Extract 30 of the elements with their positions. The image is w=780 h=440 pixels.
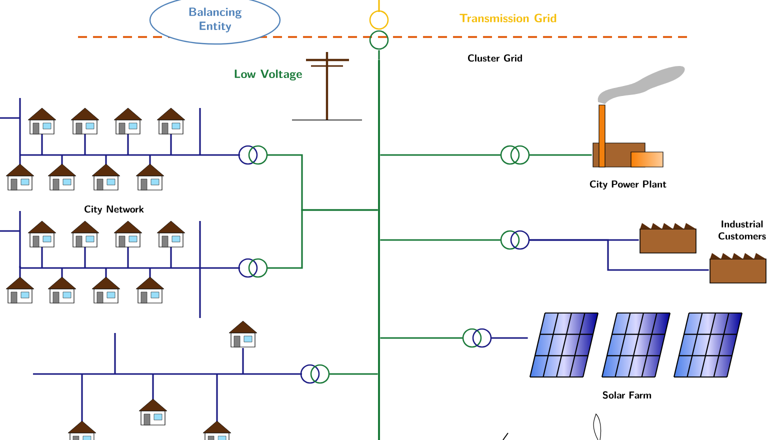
region-label: Transmission Grid — [460, 14, 556, 22]
node-caption: City Power Plant — [590, 180, 666, 190]
factory-drawing — [640, 223, 696, 254]
region-label: Cluster Grid — [468, 54, 522, 62]
transformer-symbol — [238, 145, 268, 165]
region-label: Low Voltage — [234, 70, 302, 80]
power-line — [529, 239, 709, 271]
power-line — [380, 154, 501, 156]
solar-panel-drawing — [601, 312, 671, 378]
power-line — [329, 373, 378, 375]
transformer-symbol — [369, 0, 389, 50]
solar-panel-drawing — [529, 312, 599, 378]
transformer-symbol — [462, 328, 492, 348]
power-line — [491, 337, 528, 339]
node-caption: Industrial Customers — [718, 220, 766, 240]
power-plant-drawing — [592, 66, 685, 168]
transformer-symbol — [238, 258, 268, 278]
region-label: City Network — [84, 205, 144, 215]
node-caption: Solar Farm — [602, 391, 652, 399]
transformer-symbol — [300, 364, 330, 384]
solar-panel-drawing — [673, 312, 743, 378]
power-line — [529, 154, 592, 156]
power-line — [267, 209, 378, 269]
transformer-symbol — [500, 145, 530, 165]
power-line — [380, 337, 463, 339]
grid-bus-line — [378, 60, 380, 440]
power-line — [378, 50, 380, 60]
power-line — [380, 239, 501, 241]
factory-drawing — [710, 253, 766, 284]
transformer-symbol — [500, 230, 530, 250]
